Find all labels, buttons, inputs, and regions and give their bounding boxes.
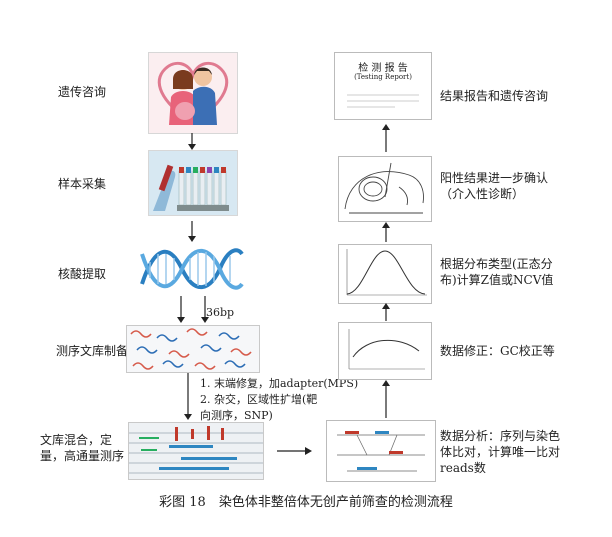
- gc-correction-plot: [338, 322, 432, 380]
- arrow-down-2: [188, 221, 196, 242]
- library-step-2: 2. 杂交，区域性扩增(靶向测序，SNP): [200, 393, 318, 422]
- invasive-diagnosis-illustration: [338, 156, 432, 222]
- arrow-right: [277, 447, 312, 455]
- step-label-sequencing: 文库混合，定量，高通量测序: [40, 433, 125, 463]
- arrow-down-3b: [201, 296, 209, 323]
- arrow-up-4: [382, 380, 390, 418]
- fragment-size-label: 36bp: [206, 306, 235, 319]
- step-label-nucleic-acid-extraction: 核酸提取: [58, 267, 107, 281]
- step-label-report: 结果报告和遗传咨询: [440, 89, 549, 103]
- library-step-1: 1. 末端修复，加adapter(MPS): [200, 377, 359, 390]
- step-label-library-preparation: 测序文库制备: [56, 344, 129, 358]
- arrow-up-2: [382, 222, 390, 242]
- step-label-genetic-counseling: 遗传咨询: [58, 85, 107, 99]
- step-label-confirmation: 阳性结果进一步确认（介入性诊断）: [440, 171, 549, 201]
- arrow-down-3a: [177, 296, 185, 323]
- step-label-gc-correction: 数据修正：GC校正等: [440, 344, 555, 358]
- dna-helix-illustration: [140, 244, 244, 294]
- arrow-up-3: [382, 303, 390, 321]
- dna-fragments-panel: [126, 325, 260, 373]
- sequence-alignment-diagram: [326, 420, 436, 482]
- report-title: 检 测 报 告: [358, 63, 408, 74]
- arrow-down-4: [184, 373, 192, 420]
- arrow-up-1: [382, 124, 390, 152]
- step-label-z-score: 根据分布类型(正态分布)计算Z值或NCV值: [440, 257, 554, 287]
- arrow-down-1: [188, 133, 196, 150]
- step-label-data-analysis: 数据分析：序列与染色体比对，计算唯一比对reads数: [440, 429, 561, 475]
- blood-sample-tubes-photo: [148, 150, 238, 216]
- step-label-sample-collection: 样本采集: [58, 177, 107, 191]
- sequencing-flowcell-image: [128, 422, 264, 480]
- report-subtitle: (Testing Report): [354, 73, 412, 81]
- couple-illustration: [148, 52, 238, 134]
- figure-caption: 彩图 18 染色体非整倍体无创产前筛查的检测流程: [159, 495, 453, 510]
- testing-report-document: 检 测 报 告 (Testing Report): [334, 52, 432, 120]
- normal-distribution-plot: [338, 244, 432, 304]
